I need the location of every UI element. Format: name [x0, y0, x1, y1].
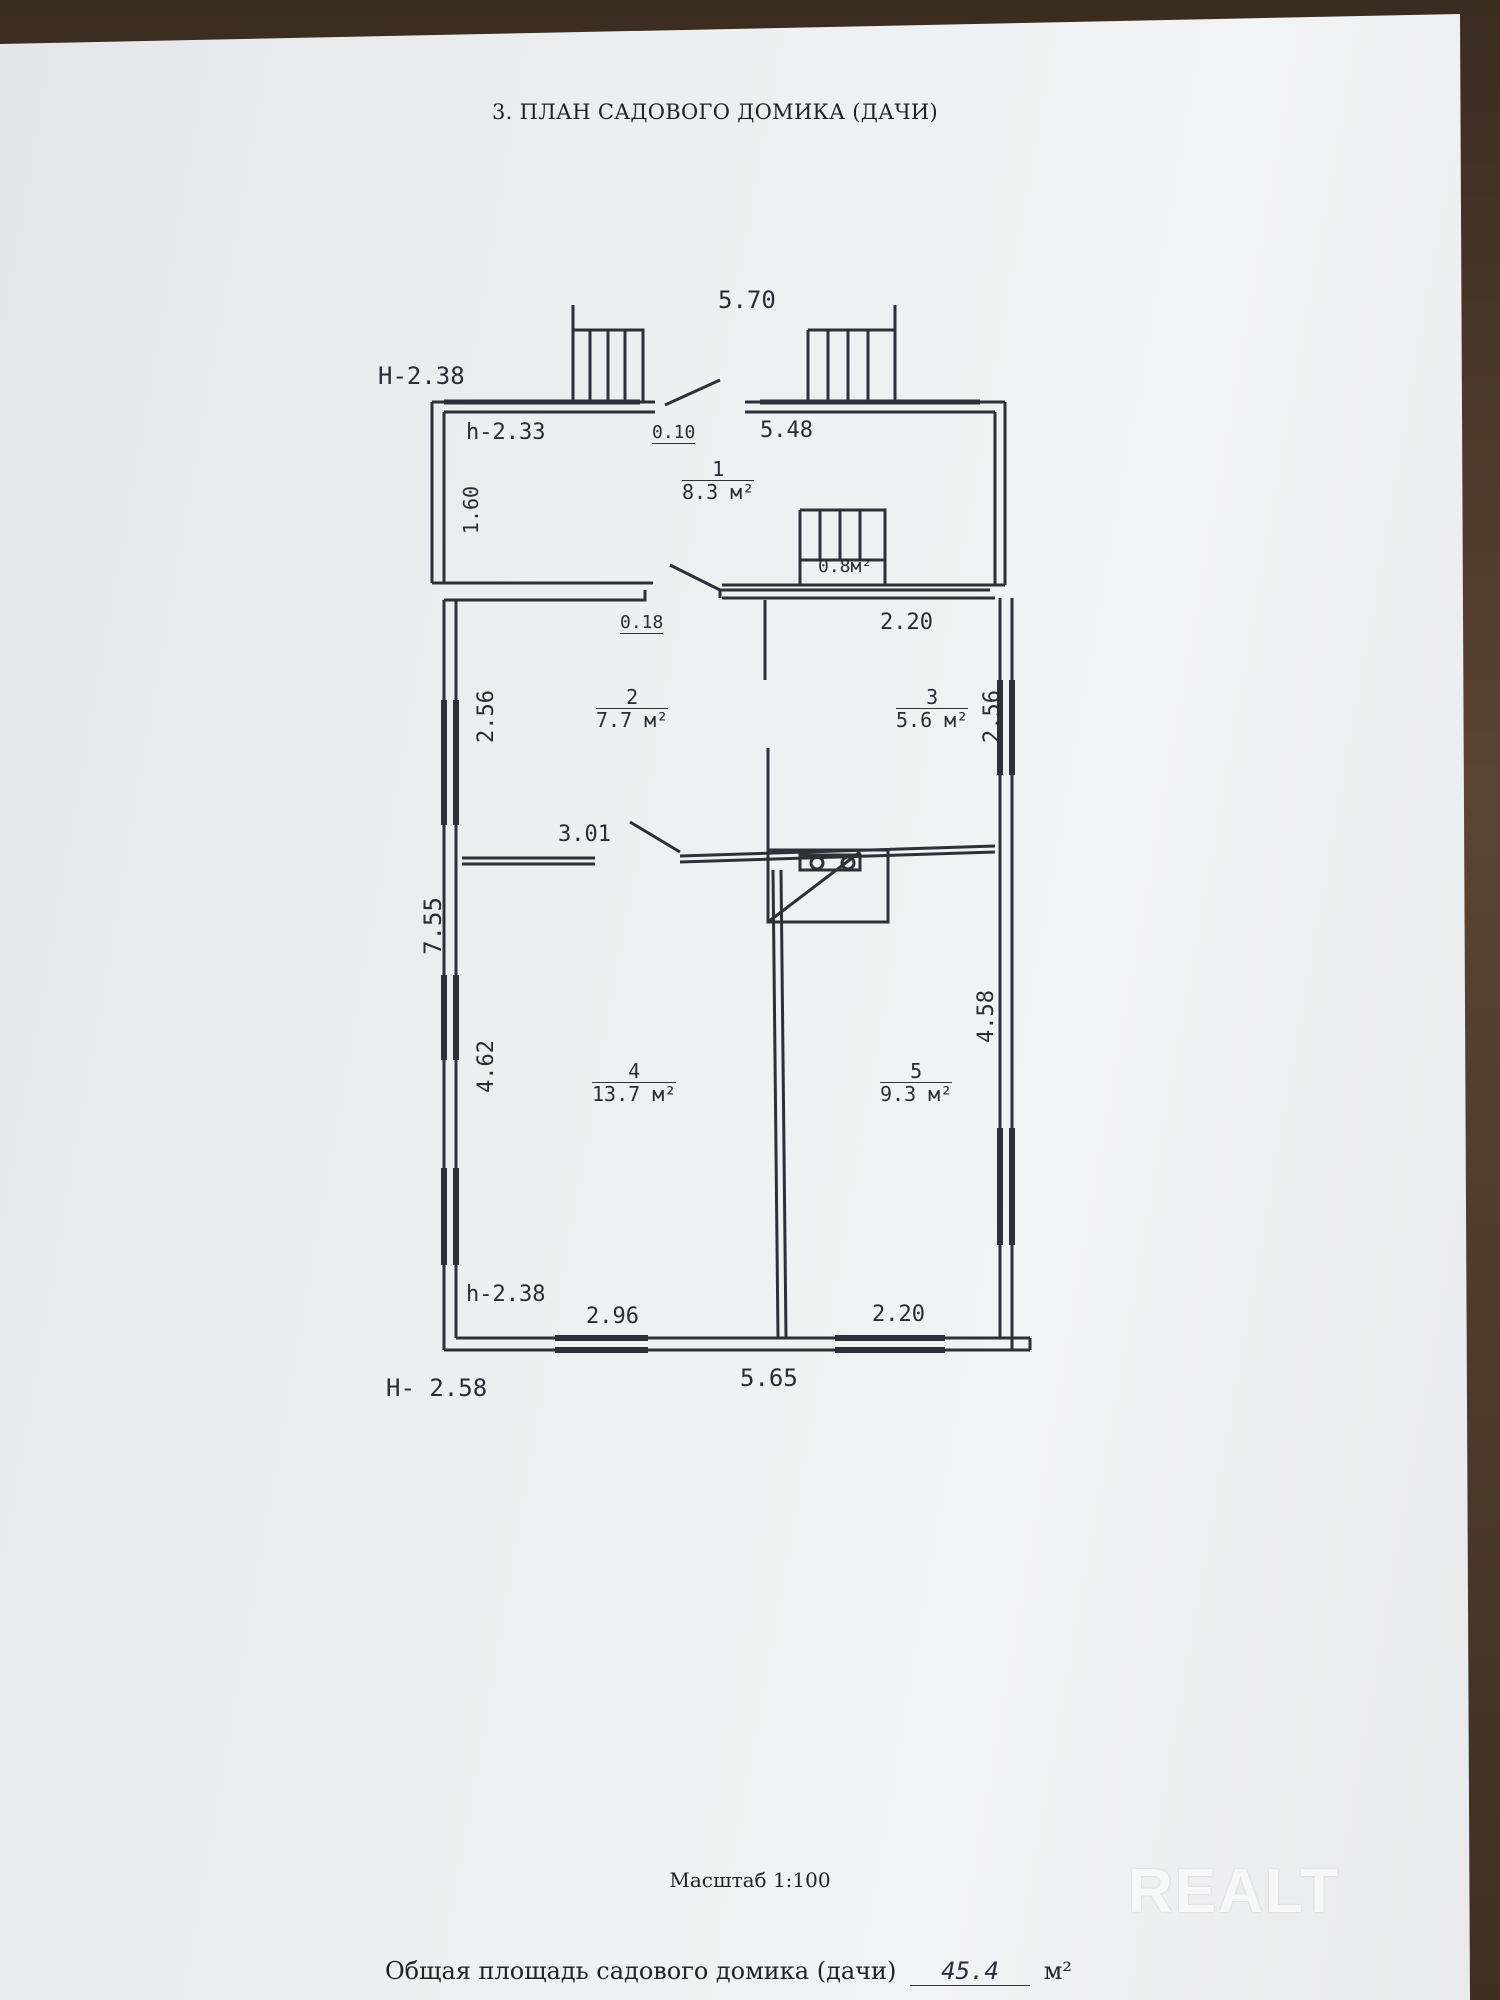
room-4-label: 4 13.7 м²: [592, 1060, 677, 1106]
dim-room4-depth: 4.62: [473, 1040, 499, 1093]
room-2-label: 2 7.7 м²: [596, 686, 669, 732]
ceiling-height-top: h-2.33: [466, 420, 546, 445]
dim-room4-width: 2.96: [586, 1304, 639, 1329]
document-sheet: [0, 14, 1470, 2000]
dim-room5-depth: 4.58: [973, 990, 999, 1043]
total-area-value: 45.4: [910, 1957, 1031, 1986]
dim-room5-width: 2.20: [872, 1302, 925, 1327]
room-3-area: 5.6 м²: [896, 708, 969, 732]
dim-length-left: 7.55: [418, 897, 447, 955]
dim-width-top: 5.70: [718, 286, 776, 314]
room-2-number: 2: [596, 686, 669, 709]
room-3-label: 3 5.6 м²: [896, 686, 969, 732]
room-5-area: 9.3 м²: [880, 1082, 953, 1106]
dim-room3-depth: 2.56: [979, 690, 1005, 743]
room-3-number: 3: [896, 686, 969, 709]
dim-hall-depth: 1.60: [459, 485, 484, 535]
dim-porch-width: 5.48: [760, 418, 813, 443]
total-area-line: Общая площадь садового домика (дачи) 45.…: [385, 1957, 1072, 1986]
document-title: 3. ПЛАН САДОВОГО ДОМИКА (ДАЧИ): [492, 100, 938, 124]
dim-partition: 3.01: [558, 822, 611, 847]
dim-stair-area: 0.8м²: [818, 556, 873, 577]
dim-room3-width: 2.20: [880, 610, 933, 635]
ceiling-height-bottom: h-2.38: [466, 1282, 546, 1307]
room-4-area: 13.7 м²: [592, 1082, 677, 1106]
dim-room2-depth: 2.56: [473, 690, 499, 743]
total-area-label: Общая площадь садового домика (дачи): [385, 1957, 897, 1985]
room-1-area: 8.3 м²: [682, 480, 755, 504]
room-5-number: 5: [880, 1060, 953, 1083]
room-5-label: 5 9.3 м²: [880, 1060, 953, 1106]
room-1-label: 1 8.3 м²: [682, 458, 755, 504]
dim-step-0-10: 0.10: [652, 422, 696, 444]
dim-step-0-18: 0.18: [620, 612, 664, 634]
realt-watermark-logo: REALT: [1128, 1857, 1341, 1926]
height-mark-top: Н-2.38: [378, 362, 465, 390]
dim-width-bottom: 5.65: [740, 1364, 798, 1392]
total-area-unit: м²: [1043, 1957, 1072, 1985]
room-2-area: 7.7 м²: [596, 708, 669, 732]
height-mark-bottom: Н- 2.58: [386, 1374, 488, 1402]
scale-note: Масштаб 1:100: [669, 1868, 831, 1892]
room-1-number: 1: [682, 458, 755, 481]
room-4-number: 4: [592, 1060, 677, 1083]
